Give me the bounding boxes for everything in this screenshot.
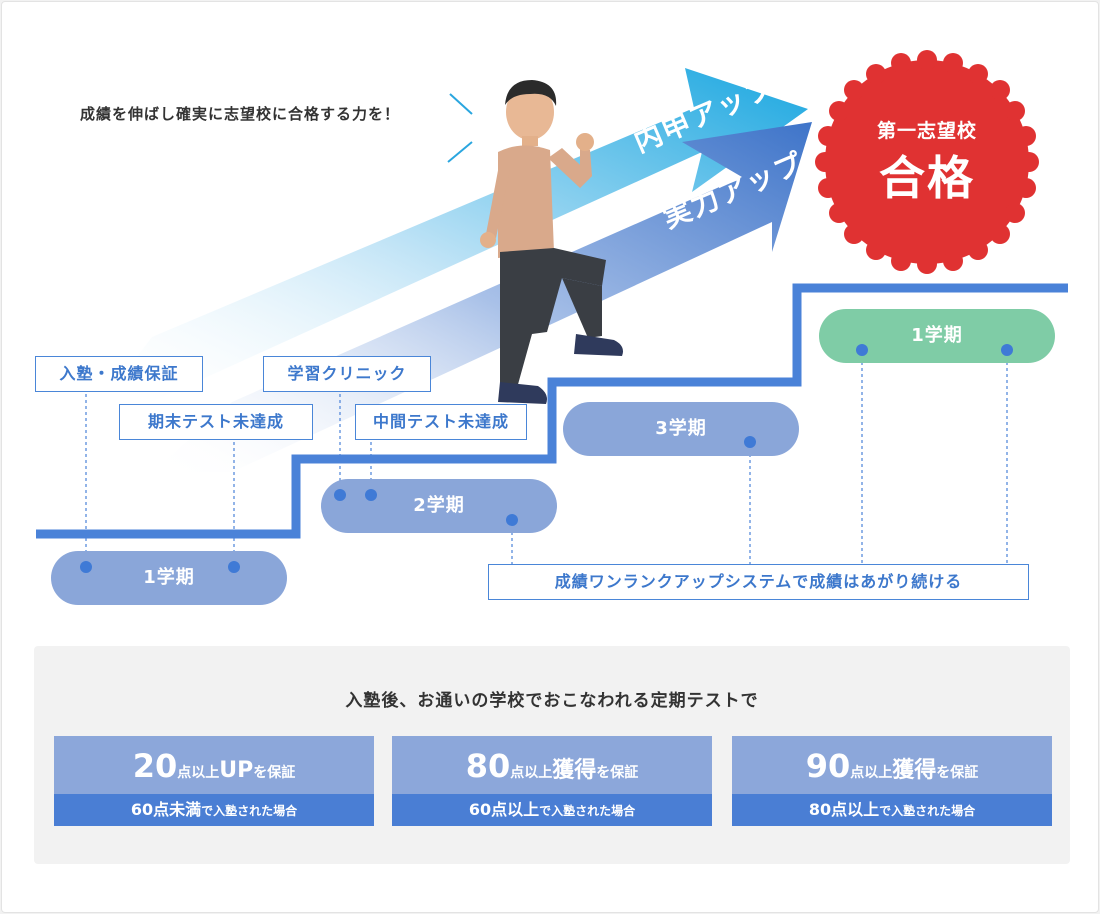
tag-rank-up-system: 成績ワンランクアップシステムで成績はあがり続ける [488, 564, 1029, 600]
condition-key: 以上 [847, 800, 880, 819]
badge-line2: 合格 [879, 151, 975, 205]
guarantee-summary: 入塾後、お通いの学校でおこなわれる定期テストで 20点以上UPを保証 60点未満… [34, 646, 1070, 864]
score-suffix: を保証 [936, 765, 979, 781]
headline: 成績を伸ばし確実に志望校に合格する力を！ [80, 105, 401, 123]
guarantee-box-condition: 60点以上で入塾された場合 [392, 794, 712, 826]
tag-midterm-exam: 中間テスト未達成 [355, 404, 527, 440]
score-suffix: を保証 [596, 765, 639, 781]
guarantee-box-condition: 60点未満で入塾された場合 [54, 794, 374, 826]
tag-entry-guarantee: 入塾・成績保証 [35, 356, 203, 392]
term-label: 2学期 [413, 495, 465, 516]
condition-unit: 点 [153, 800, 170, 819]
condition-tail: で入塾された場合 [539, 804, 636, 818]
stair-line [36, 283, 1068, 539]
term-pill-first: 1学期 [51, 551, 287, 605]
term-label: 1学期 [143, 567, 195, 588]
goal-badge [815, 50, 1039, 274]
tag-final-exam: 期末テスト未達成 [119, 404, 313, 440]
score-unit: 点以上 [177, 765, 220, 781]
score-goal: 獲得 [892, 758, 937, 783]
term-pill-next-first: 1学期 [819, 309, 1055, 363]
condition-value: 80 [808, 800, 832, 819]
tag-clinic: 学習クリニック [263, 356, 431, 392]
score-value: 20 [132, 747, 178, 785]
guarantee-box-headline: 80点以上獲得を保証 [392, 736, 712, 794]
guarantee-box-condition: 80点以上で入塾された場合 [732, 794, 1052, 826]
guarantee-box-headline: 90点以上獲得を保証 [732, 736, 1052, 794]
condition-key: 未満 [169, 800, 202, 819]
condition-unit: 点 [491, 800, 508, 819]
condition-tail: で入塾された場合 [879, 804, 976, 818]
guarantee-box-1: 20点以上UPを保証 60点未満で入塾された場合 [54, 736, 374, 826]
condition-value: 60 [130, 800, 154, 819]
guarantee-box-2: 80点以上獲得を保証 60点以上で入塾された場合 [392, 736, 712, 826]
accent-line [449, 93, 473, 115]
term-label: 1学期 [911, 325, 963, 346]
summary-title: 入塾後、お通いの学校でおこなわれる定期テストで [345, 691, 759, 711]
score-suffix: を保証 [253, 765, 296, 781]
score-unit: 点以上 [510, 765, 553, 781]
condition-tail: で入塾された場合 [201, 804, 298, 818]
accent-line [447, 141, 473, 163]
badge-line1: 第一志望校 [876, 120, 977, 142]
score-unit: 点以上 [850, 765, 893, 781]
score-goal: UP [219, 758, 254, 783]
condition-value: 60 [468, 800, 492, 819]
student-illustration [480, 80, 623, 404]
condition-key: 以上 [507, 800, 540, 819]
term-pill-second: 2学期 [321, 479, 557, 533]
score-value: 80 [465, 747, 511, 785]
score-value: 90 [805, 747, 851, 785]
condition-unit: 点 [831, 800, 848, 819]
arrow-upper [102, 68, 808, 402]
term-pill-third: 3学期 [563, 402, 799, 456]
score-goal: 獲得 [552, 758, 597, 783]
guarantee-box-3: 90点以上獲得を保証 80点以上で入塾された場合 [732, 736, 1052, 826]
guarantee-box-headline: 20点以上UPを保証 [54, 736, 374, 794]
term-label: 3学期 [655, 418, 707, 439]
connector-lines [85, 350, 1008, 567]
